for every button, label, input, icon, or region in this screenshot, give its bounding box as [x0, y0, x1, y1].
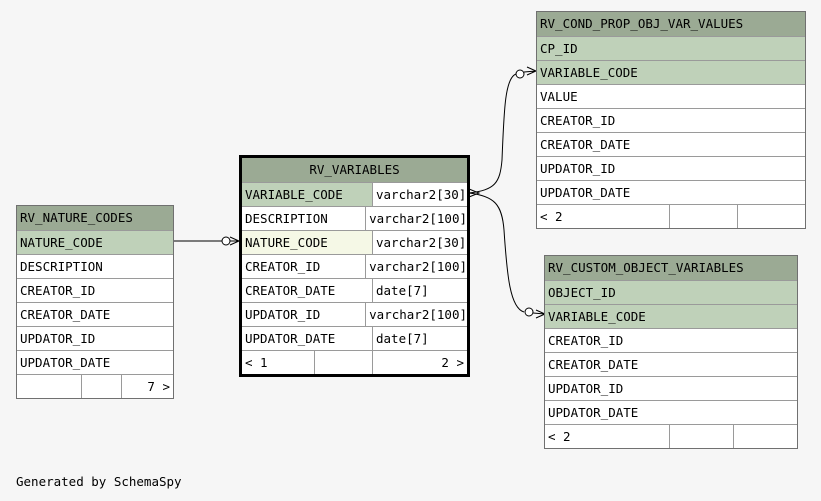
- column-type: varchar2[100]: [365, 207, 467, 230]
- footer-parents[interactable]: < 1: [245, 355, 268, 370]
- footer-parents[interactable]: < 2: [540, 209, 563, 224]
- column-type: varchar2[100]: [365, 303, 467, 326]
- column-name: CREATOR_ID: [20, 283, 96, 298]
- column-name: VARIABLE_CODE: [242, 183, 372, 206]
- column-name: UPDATOR_ID: [20, 331, 96, 346]
- footer-children: [733, 425, 797, 448]
- column-name: CREATOR_ID: [245, 259, 321, 274]
- footer-rows: [81, 375, 121, 398]
- column-name: UPDATOR_DATE: [20, 355, 111, 370]
- column-name: NATURE_CODE: [20, 235, 103, 250]
- table-title[interactable]: RV_NATURE_CODES: [17, 206, 173, 230]
- edge-custom-object-variable-code: [468, 192, 525, 313]
- column-name: OBJECT_ID: [548, 285, 616, 300]
- footer-children[interactable]: 2 >: [372, 351, 467, 374]
- footer-children[interactable]: 7 >: [121, 375, 173, 398]
- table-title[interactable]: RV_CUSTOM_OBJECT_VARIABLES: [545, 256, 797, 280]
- column-name: DESCRIPTION: [20, 259, 103, 274]
- column-name: VARIABLE_CODE: [540, 65, 638, 80]
- column-name: UPDATOR_ID: [548, 381, 624, 396]
- column-type: varchar2[100]: [365, 255, 467, 278]
- column-type: date[7]: [372, 327, 467, 350]
- table-title[interactable]: RV_VARIABLES: [242, 158, 467, 182]
- column-name: UPDATOR_DATE: [540, 185, 631, 200]
- column-name: CREATOR_ID: [540, 113, 616, 128]
- footer-rows: [669, 205, 737, 228]
- column-type: varchar2[30]: [372, 231, 467, 254]
- column-name: CREATOR_DATE: [245, 283, 336, 298]
- footer-children: [737, 205, 805, 228]
- column-name: CREATOR_DATE: [548, 357, 639, 372]
- footer-rows: [314, 351, 372, 374]
- column-name: UPDATOR_ID: [245, 307, 321, 322]
- column-name: VARIABLE_CODE: [548, 309, 646, 324]
- column-name: VALUE: [540, 89, 578, 104]
- edge-cond-prop-variable-code: [468, 73, 517, 194]
- table-rv-variables[interactable]: RV_VARIABLES VARIABLE_CODE varchar2[30] …: [239, 155, 470, 377]
- footer-rows: [669, 425, 733, 448]
- generator-caption: Generated by SchemaSpy: [16, 474, 182, 489]
- footer-parents[interactable]: < 2: [548, 429, 571, 444]
- column-name: CREATOR_DATE: [20, 307, 111, 322]
- table-rv-cond-prop-obj-var-values[interactable]: RV_COND_PROP_OBJ_VAR_VALUES CP_ID VARIAB…: [536, 11, 806, 229]
- footer-parents: [17, 375, 81, 398]
- column-name: CP_ID: [540, 41, 578, 56]
- column-name: DESCRIPTION: [245, 211, 328, 226]
- column-name: CREATOR_DATE: [540, 137, 631, 152]
- table-rv-custom-object-variables[interactable]: RV_CUSTOM_OBJECT_VARIABLES OBJECT_ID VAR…: [544, 255, 798, 449]
- column-type: date[7]: [372, 279, 467, 302]
- column-name: NATURE_CODE: [242, 231, 372, 254]
- column-name: UPDATOR_ID: [540, 161, 616, 176]
- column-name: UPDATOR_DATE: [245, 331, 336, 346]
- column-name: CREATOR_ID: [548, 333, 624, 348]
- column-name: UPDATOR_DATE: [548, 405, 639, 420]
- table-rv-nature-codes[interactable]: RV_NATURE_CODES NATURE_CODE DESCRIPTION …: [16, 205, 174, 399]
- column-type: varchar2[30]: [372, 183, 467, 206]
- table-title[interactable]: RV_COND_PROP_OBJ_VAR_VALUES: [537, 12, 805, 36]
